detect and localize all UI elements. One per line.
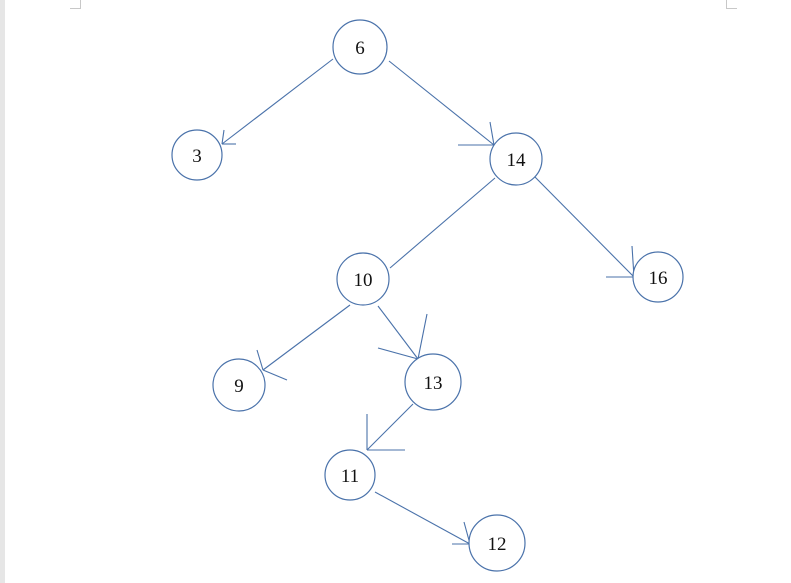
arrowhead-6-3-b bbox=[221, 129, 225, 145]
node-circle bbox=[332, 19, 388, 75]
node-label: 14 bbox=[507, 150, 527, 171]
node-label: 10 bbox=[354, 270, 373, 291]
node-circle bbox=[336, 252, 390, 306]
margin-corner-top-left bbox=[70, 0, 81, 9]
arrowhead-10-13-b bbox=[417, 313, 428, 360]
edge-6-14 bbox=[388, 60, 495, 146]
node-label: 6 bbox=[355, 38, 365, 59]
page-left-border bbox=[0, 0, 5, 583]
node-circle bbox=[404, 353, 462, 411]
node-label: 11 bbox=[341, 466, 359, 487]
margin-corner-top-right bbox=[726, 0, 737, 9]
node-circle bbox=[468, 514, 526, 572]
edge-10-9 bbox=[262, 304, 351, 371]
tree-edges bbox=[221, 58, 635, 545]
arrowhead-10-9-a bbox=[262, 369, 288, 381]
edge-14-16 bbox=[533, 175, 635, 278]
arrowhead-10-9-b bbox=[256, 349, 264, 371]
node-11: 11 bbox=[324, 449, 376, 501]
edge-13-11 bbox=[366, 403, 414, 451]
edge-6-3 bbox=[221, 58, 334, 145]
tree-nodes: 6 3 14 10 16 9 bbox=[171, 19, 684, 572]
node-13: 13 bbox=[404, 353, 462, 411]
node-circle bbox=[324, 449, 376, 501]
arrowhead-10-13-a bbox=[377, 347, 419, 360]
node-10: 10 bbox=[336, 252, 390, 306]
edge-10-13 bbox=[377, 305, 419, 360]
edge-14-10 bbox=[389, 177, 496, 269]
node-circle bbox=[171, 129, 223, 181]
edge-11-12 bbox=[374, 491, 471, 545]
node-6: 6 bbox=[332, 19, 388, 75]
node-circle bbox=[212, 358, 266, 412]
node-12: 12 bbox=[468, 514, 526, 572]
node-label: 9 bbox=[234, 376, 244, 397]
node-circle bbox=[489, 132, 543, 186]
node-16: 16 bbox=[632, 251, 684, 303]
node-3: 3 bbox=[171, 129, 223, 181]
node-label: 12 bbox=[488, 534, 507, 555]
node-label: 13 bbox=[424, 373, 443, 394]
node-9: 9 bbox=[212, 358, 266, 412]
node-14: 14 bbox=[489, 132, 543, 186]
node-circle bbox=[632, 251, 684, 303]
node-label: 3 bbox=[192, 146, 202, 167]
node-label: 16 bbox=[649, 268, 668, 289]
arrowhead-6-14-b bbox=[489, 121, 495, 146]
